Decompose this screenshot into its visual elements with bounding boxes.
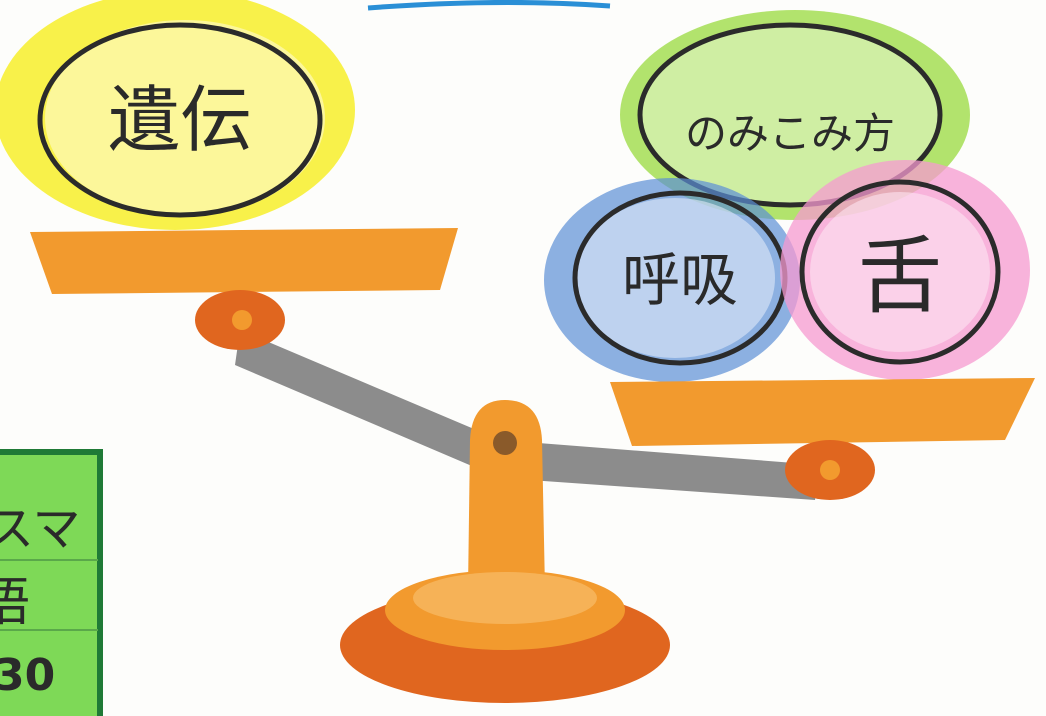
left-pan-label: 遺伝 — [108, 78, 252, 162]
right-right-label: 舌 — [858, 227, 942, 325]
left-scale-pan — [30, 228, 458, 350]
scale-stand — [340, 400, 670, 703]
breathing-bubble: 呼吸 — [544, 178, 800, 382]
right-top-label: のみこみ方 — [685, 109, 895, 158]
corner-card: スマ 悟 30 — [0, 452, 100, 716]
left-heredity-bubble: 遺伝 — [0, 0, 355, 230]
top-line-decoration — [368, 2, 610, 8]
card-line-2: 悟 — [0, 573, 30, 633]
right-left-label: 呼吸 — [622, 246, 738, 314]
card-line-1: スマ — [0, 501, 81, 557]
card-line-3: 30 — [0, 650, 55, 701]
tongue-bubble: 舌 — [780, 160, 1030, 380]
